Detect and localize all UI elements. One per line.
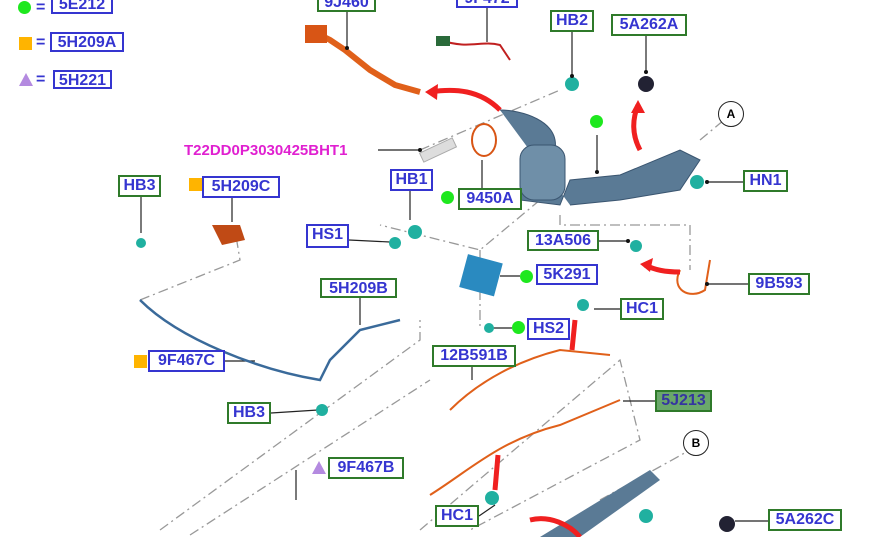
orange-square-icon: [189, 178, 202, 191]
callout-HC1-top[interactable]: HC1: [620, 298, 664, 320]
callout-9F467C[interactable]: 9F467C: [148, 350, 225, 372]
callout-5A262C[interactable]: 5A262C: [768, 509, 842, 531]
callout-9B593[interactable]: 9B593: [748, 273, 810, 295]
callout-HS1[interactable]: HS1: [306, 224, 349, 248]
callout-HS2[interactable]: HS2: [527, 318, 570, 340]
callout-5H209C[interactable]: 5H209C: [202, 176, 280, 198]
legend-equals: =: [36, 0, 46, 16]
green-dot-icon: [512, 321, 525, 334]
green-dot-icon: [590, 115, 603, 128]
legend-code-5H221: 5H221: [53, 70, 112, 89]
callout-9F472[interactable]: 9F472: [456, 0, 518, 8]
callout-HB2[interactable]: HB2: [550, 10, 594, 32]
orange-square-icon: [134, 355, 147, 368]
view-marker-b[interactable]: B: [683, 430, 709, 456]
green-dot-icon: [441, 191, 454, 204]
green-dot-icon: [520, 270, 533, 283]
view-marker-a[interactable]: A: [718, 101, 744, 127]
legend-equals: =: [36, 34, 46, 51]
callout-HB3-bottom[interactable]: HB3: [227, 402, 271, 424]
callout-HC1-bottom[interactable]: HC1: [435, 505, 479, 527]
legend-equals: =: [36, 71, 46, 88]
callout-5A262A[interactable]: 5A262A: [611, 14, 687, 36]
legend-orange-square-icon: [19, 37, 32, 50]
callout-HN1[interactable]: HN1: [743, 170, 788, 192]
callout-12B591B[interactable]: 12B591B: [432, 345, 516, 367]
legend-green-dot-icon: [18, 1, 31, 14]
callout-5J213[interactable]: 5J213: [655, 390, 712, 412]
purple-triangle-icon: [312, 461, 326, 474]
callout-9F467B[interactable]: 9F467B: [328, 457, 404, 479]
legend-purple-triangle-icon: [19, 73, 33, 86]
legend-code-5E212: 5E212: [51, 0, 113, 14]
reference-code: T22DD0P3030425BHT1: [184, 142, 348, 159]
callout-HB3-top[interactable]: HB3: [118, 175, 161, 197]
callout-HB1[interactable]: HB1: [390, 169, 433, 191]
legend-code-5H209A: 5H209A: [50, 32, 124, 52]
callout-13A506[interactable]: 13A506: [527, 230, 599, 251]
callout-9450A[interactable]: 9450A: [458, 188, 522, 210]
callout-5H209B[interactable]: 5H209B: [320, 278, 397, 298]
callout-9J460[interactable]: 9J460: [317, 0, 376, 12]
callout-5K291[interactable]: 5K291: [536, 264, 598, 285]
